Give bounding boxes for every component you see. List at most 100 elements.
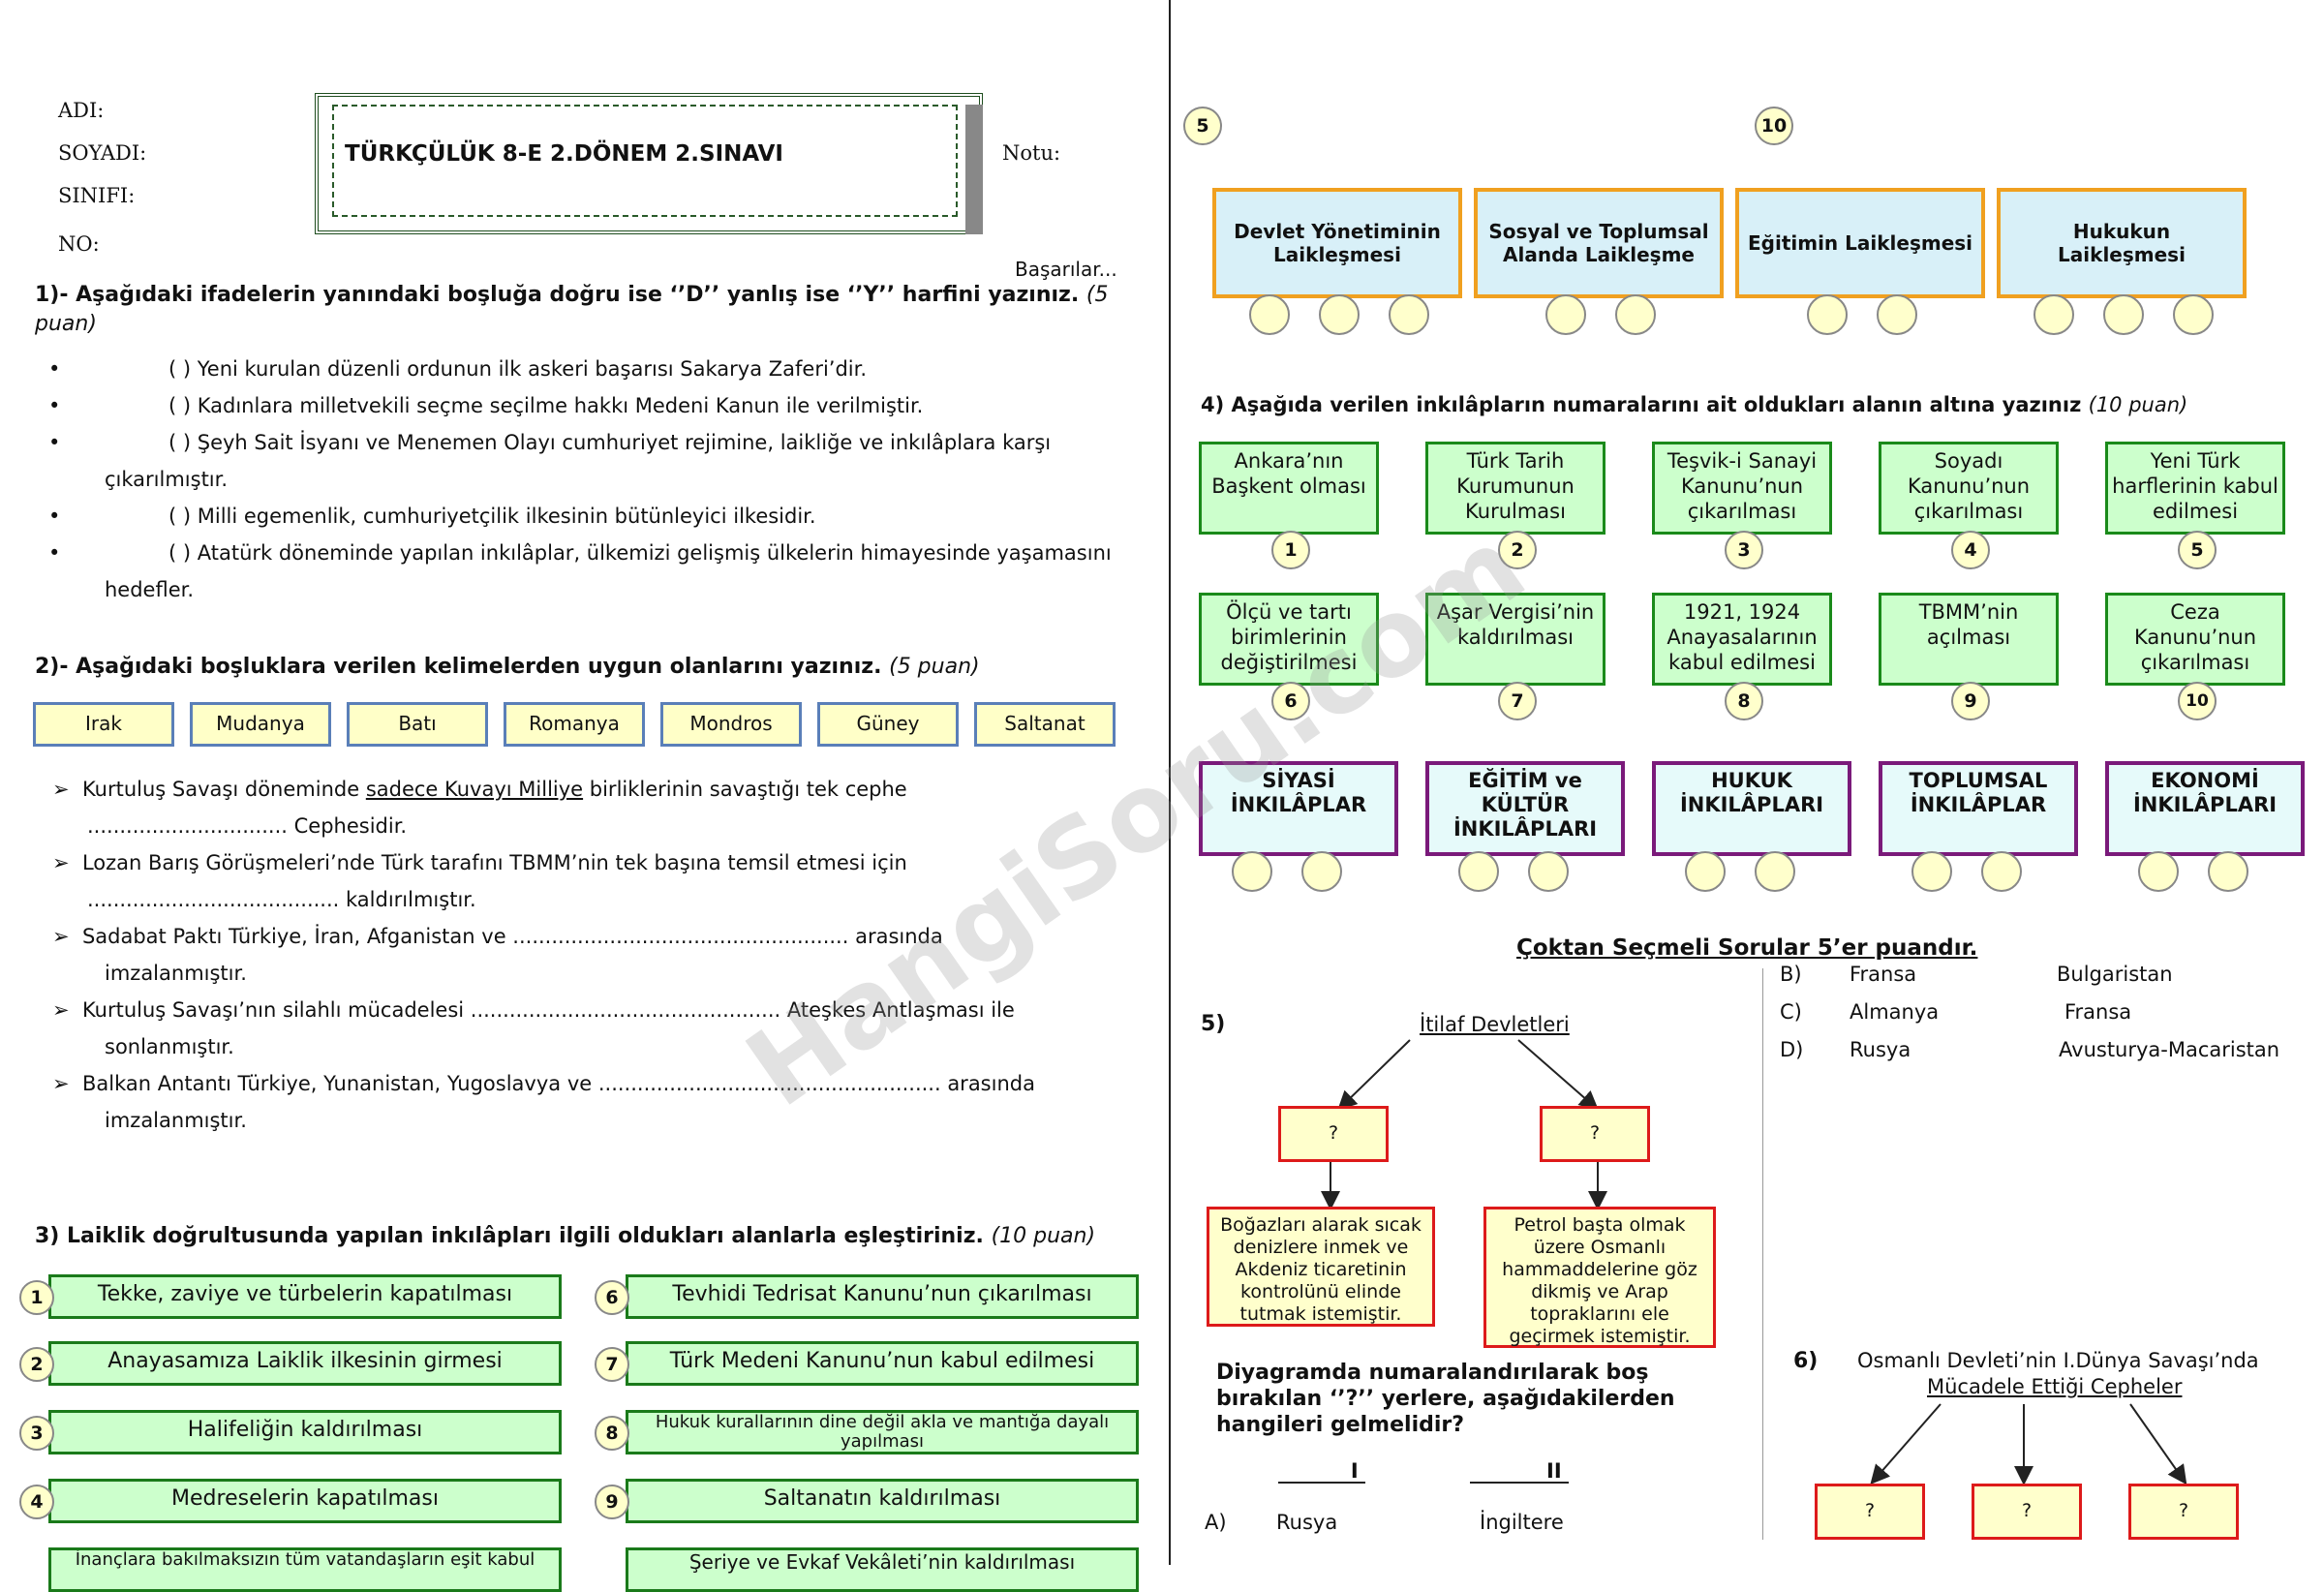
reform-box: Ölçü ve tartı birimlerinin değiştirilmes… — [1199, 593, 1379, 686]
q3-title: 3) Laiklik doğrultusunda yapılan inkılâp… — [35, 1224, 1096, 1248]
answer-circle[interactable] — [2173, 294, 2214, 335]
grade-label: Notu: — [1002, 141, 1061, 165]
answer-circle[interactable] — [1389, 294, 1429, 335]
answer-circle[interactable] — [1807, 294, 1848, 335]
answer-circle[interactable] — [1458, 851, 1499, 892]
answer-circle[interactable] — [2138, 851, 2179, 892]
number-badge: 10 — [2178, 682, 2217, 720]
answer-circle[interactable] — [1232, 851, 1272, 892]
q5-root: İtilaf Devletleri — [1420, 1013, 1570, 1036]
word-box: Mudanya — [190, 702, 331, 747]
q6-arrows — [1870, 1403, 2187, 1485]
number-badge: 2 — [1498, 531, 1537, 569]
match-item-right: Tevhidi Tedrisat Kanunu’nun çıkarılması — [626, 1274, 1139, 1319]
answer-circle[interactable] — [1877, 294, 1917, 335]
answer-circle[interactable] — [1685, 851, 1726, 892]
reform-area-box: SİYASİ İNKILÂPLAR — [1199, 761, 1398, 856]
answer-circle[interactable] — [1981, 851, 2022, 892]
option-d-label[interactable]: D) — [1780, 1038, 1804, 1061]
reform-box: Ceza Kanunu’nun çıkarılması — [2105, 593, 2285, 686]
list-item: ➢ Lozan Barış Görüşmeleri’nde Türk taraf… — [52, 851, 907, 911]
word-box: Romanya — [504, 702, 645, 747]
match-item-right: Türk Medeni Kanunu’nun kabul edilmesi — [626, 1341, 1139, 1386]
word-box: Irak — [33, 702, 174, 747]
title-frame — [315, 93, 983, 234]
option-a-label[interactable]: A) — [1205, 1511, 1227, 1534]
option-d-first: Rusya — [1850, 1038, 1911, 1061]
exam-title: TÜRKÇÜLÜK 8-E 2.DÖNEM 2.SINAVI — [345, 141, 783, 167]
number-badge: 6 — [595, 1280, 629, 1315]
answer-circle[interactable] — [1545, 294, 1586, 335]
option-c-first: Almanya — [1850, 1000, 1940, 1024]
reform-box: TBMM’nin açılması — [1879, 593, 2059, 686]
page-divider — [1169, 0, 1171, 1565]
list-item: ➢ Kurtuluş Savaşı’nın silahlı mücadelesi… — [52, 998, 1015, 1058]
number-badge: 3 — [1725, 531, 1763, 569]
answer-circle[interactable] — [1911, 851, 1952, 892]
number-badge: 6 — [1271, 682, 1310, 720]
number-badge: 3 — [19, 1416, 54, 1451]
word-box: Güney — [817, 702, 959, 747]
match-item-right: Şeriye ve Evkaf Vekâleti’nin kaldırılmas… — [626, 1547, 1139, 1592]
number-badge: 4 — [1951, 531, 1990, 569]
q6-blank-3: ? — [2128, 1484, 2239, 1540]
number-badge: 5 — [2178, 531, 2217, 569]
q5-right-description: Petrol başta olmak üzere Osmanlı hammadd… — [1483, 1207, 1716, 1348]
q4-points: (10 puan) — [2088, 393, 2188, 416]
number-badge: 1 — [19, 1280, 54, 1315]
answer-circle[interactable] — [1528, 851, 1569, 892]
q2-list: ➢ Kurtuluş Savaşı döneminde sadece Kuvay… — [52, 771, 1137, 1139]
reform-box: Teşvik-i Sanayi Kanunu’nun çıkarılması — [1652, 442, 1832, 535]
option-b-first: Fransa — [1850, 963, 1917, 986]
list-item: •( ) Yeni kurulan düzenli ordunun ilk as… — [48, 357, 868, 381]
answer-circle[interactable] — [2208, 851, 2248, 892]
q5-col1-header: I — [1278, 1460, 1365, 1484]
option-c-second: Fransa — [2064, 1000, 2132, 1024]
match-item-left: Halifeliğin kaldırılması — [48, 1410, 562, 1454]
answer-circle[interactable] — [1755, 851, 1795, 892]
number-badge: 1 — [1271, 531, 1310, 569]
number-badge: 9 — [1951, 682, 1990, 720]
option-c-label[interactable]: C) — [1780, 1000, 1802, 1024]
number-badge: 5 — [1183, 107, 1222, 145]
number-badge: 7 — [1498, 682, 1537, 720]
answer-circle[interactable] — [1319, 294, 1360, 335]
reform-box: Ankara’nın Başkent olması — [1199, 442, 1379, 535]
list-item: •( ) Şeyh Sait İsyanı ve Menemen Olayı c… — [48, 431, 1052, 491]
word-box: Batı — [347, 702, 488, 747]
reform-area-box: TOPLUMSAL İNKILÂPLAR — [1879, 761, 2078, 856]
reform-box: Yeni Türk harflerinin kabul edilmesi — [2105, 442, 2285, 535]
q5-blank-1: ? — [1278, 1106, 1389, 1162]
q1-list: •( ) Yeni kurulan düzenli ordunun ilk as… — [48, 351, 1143, 608]
reform-area-box: EĞİTİM ve KÜLTÜR İNKILÂPLARI — [1425, 761, 1625, 856]
laicism-area-box: Devlet Yönetiminin Laikleşmesi — [1212, 188, 1462, 298]
word-box: Saltanat — [974, 702, 1116, 747]
reform-area-box: EKONOMİ İNKILÂPLARI — [2105, 761, 2305, 856]
laicism-area-box: Hukukun Laikleşmesi — [1997, 188, 2247, 298]
match-item-left: Medreselerin kapatılması — [48, 1479, 562, 1523]
answer-circle[interactable] — [1615, 294, 1656, 335]
match-item-right: Saltanatın kaldırılması — [626, 1479, 1139, 1523]
class-label: SINIFI: — [58, 184, 136, 207]
list-item: •( ) Kadınlara milletvekili seçme seçilm… — [48, 394, 924, 417]
column-divider — [1762, 968, 1763, 1540]
good-luck-text: Başarılar... — [1015, 258, 1117, 281]
q4-title: 4) Aşağıda verilen inkılâpların numarala… — [1201, 393, 2188, 416]
number-badge: 2 — [19, 1347, 54, 1382]
answer-circle[interactable] — [2103, 294, 2144, 335]
q5-question: Diyagramda numaralandırılarak boş bırakı… — [1216, 1361, 1675, 1437]
word-box: Mondros — [660, 702, 802, 747]
option-b-second: Bulgaristan — [2057, 963, 2173, 986]
match-item-left: Anayasamıza Laiklik ilkesinin girmesi — [48, 1341, 562, 1386]
q1-points: (5 puan) — [35, 283, 1109, 336]
reform-box: Aşar Vergisi’nin kaldırılması — [1425, 593, 1605, 686]
answer-circle[interactable] — [1249, 294, 1290, 335]
q1-title: 1)- Aşağıdaki ifadelerin yanındaki boşlu… — [35, 281, 1119, 339]
q5-number: 5) — [1201, 1012, 1226, 1036]
answer-circle[interactable] — [2034, 294, 2074, 335]
answer-circle[interactable] — [1301, 851, 1342, 892]
number-badge: 9 — [595, 1485, 629, 1519]
option-d-second: Avusturya-Macaristan — [2059, 1038, 2280, 1061]
q6-number: 6) — [1793, 1349, 1819, 1373]
option-b-label[interactable]: B) — [1780, 963, 1802, 986]
